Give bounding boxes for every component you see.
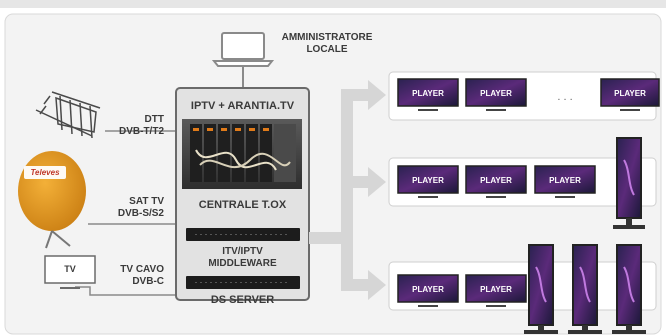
player-label: PLAYER bbox=[549, 176, 581, 185]
sat-label: SAT TV DVB-S/S2 bbox=[92, 196, 164, 220]
central-tox-label: CENTRALE T.OX bbox=[198, 199, 287, 211]
player-screen bbox=[465, 274, 527, 307]
dtt-label-line2: DVB-T/T2 bbox=[119, 126, 164, 137]
player-label: PLAYER bbox=[480, 285, 512, 294]
dish-brand-label: Televes bbox=[30, 168, 60, 177]
admin-label-line2: LOCALE bbox=[306, 44, 348, 55]
player-label: PLAYER bbox=[412, 176, 444, 185]
central-title: IPTV + ARANTIA.TV bbox=[190, 100, 295, 112]
tv-icon-label: TV bbox=[64, 264, 76, 274]
middleware-line2: MIDDLEWARE bbox=[208, 258, 277, 269]
player-screen bbox=[534, 165, 596, 198]
distribution-arrows bbox=[309, 80, 386, 300]
middleware-line1: ITV/IPTV bbox=[222, 246, 263, 257]
sat-label-line1: SAT TV bbox=[129, 196, 164, 207]
player-screen bbox=[397, 274, 459, 307]
totem-display-icon bbox=[568, 244, 602, 334]
player-label: PLAYER bbox=[480, 89, 512, 98]
tox-rack-icon bbox=[182, 119, 302, 189]
player-screen bbox=[397, 165, 459, 198]
player-screen bbox=[397, 78, 459, 111]
tvcavo-label-line2: DVB-C bbox=[132, 276, 164, 287]
tvcavo-label-line1: TV CAVO bbox=[120, 264, 164, 275]
totem-display-icon bbox=[612, 244, 646, 334]
laptop-icon bbox=[211, 32, 275, 67]
dtt-antenna-icon bbox=[35, 91, 101, 139]
player-screen bbox=[465, 78, 527, 111]
tvcavo-connector bbox=[75, 286, 176, 296]
player-label: PLAYER bbox=[614, 89, 646, 98]
player-label: PLAYER bbox=[480, 176, 512, 185]
top-strip bbox=[0, 0, 666, 8]
central-ds-server-label: DS SERVER bbox=[210, 294, 275, 306]
player-label: PLAYER bbox=[412, 89, 444, 98]
player-screen bbox=[465, 165, 527, 198]
player-label: PLAYER bbox=[412, 285, 444, 294]
tv-icon bbox=[44, 255, 96, 289]
ds-server-unit-icon bbox=[186, 276, 300, 289]
totem-display-icon bbox=[613, 137, 645, 229]
player-screen bbox=[600, 78, 660, 111]
sat-label-line2: DVB-S/S2 bbox=[117, 208, 164, 219]
dtt-label-line1: DTT bbox=[144, 114, 164, 125]
central-middleware-label: ITV/IPTV MIDDLEWARE bbox=[176, 246, 309, 270]
satellite-dish-icon bbox=[18, 151, 86, 249]
admin-label-line1: AMMINISTRATORE bbox=[281, 32, 373, 43]
admin-label: AMMINISTRATORE LOCALE bbox=[272, 32, 382, 56]
dtt-label: DTT DVB-T/T2 bbox=[92, 114, 164, 138]
middleware-unit-icon bbox=[186, 228, 300, 241]
player-ellipsis: . . . bbox=[557, 91, 573, 103]
totem-display-icon bbox=[524, 244, 558, 334]
tvcavo-label: TV CAVO DVB-C bbox=[92, 264, 164, 288]
